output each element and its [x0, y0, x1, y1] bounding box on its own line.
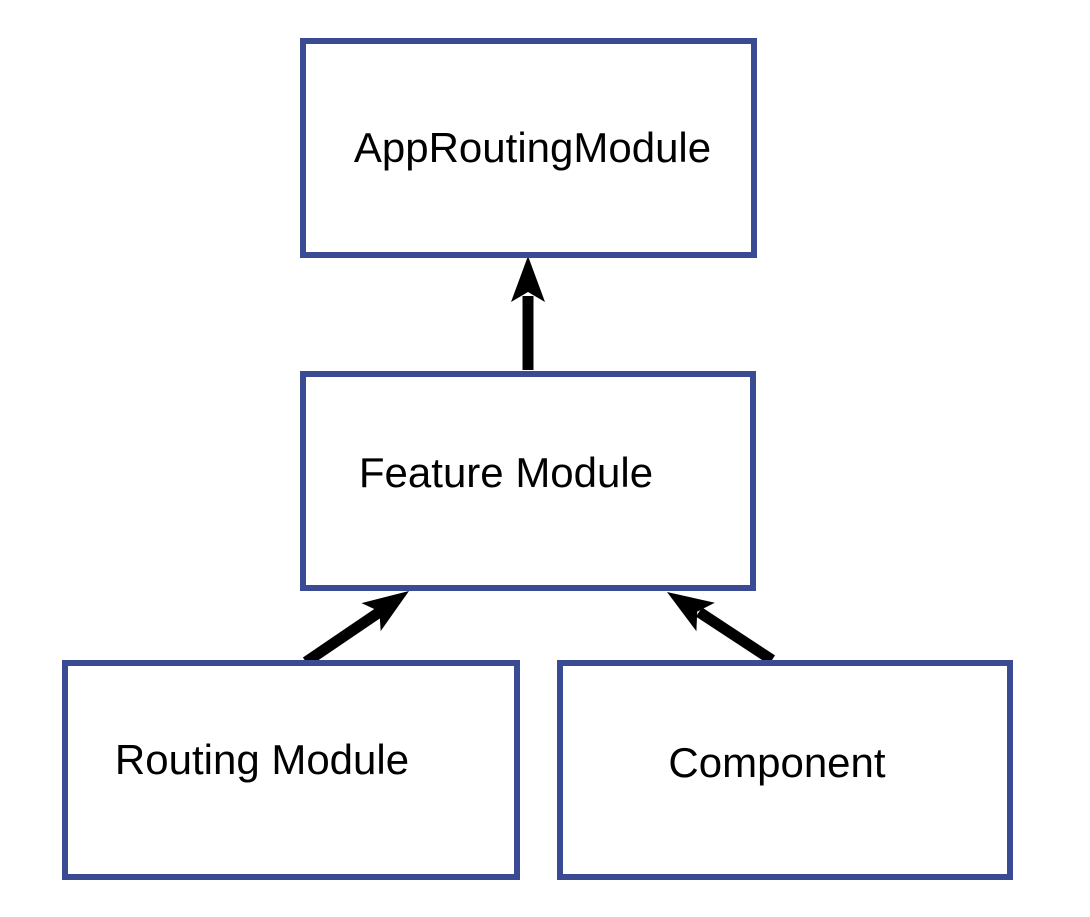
node-app-routing-module: AppRoutingModule	[300, 38, 757, 258]
arrow-feature-to-approuting-icon	[511, 256, 545, 370]
arrow-component-to-feature-icon	[667, 592, 776, 665]
arrow-routing-to-feature-icon	[302, 591, 409, 667]
node-component-label: Component	[668, 739, 886, 786]
node-feature-module: Feature Module	[300, 371, 756, 591]
node-component: Component	[557, 660, 1013, 880]
node-routing-module: Routing Module	[62, 660, 520, 880]
node-feature-module-label: Feature Module	[358, 449, 654, 496]
node-app-routing-module-label: AppRoutingModule	[353, 124, 712, 171]
node-routing-module-label: Routing Module	[114, 736, 410, 783]
